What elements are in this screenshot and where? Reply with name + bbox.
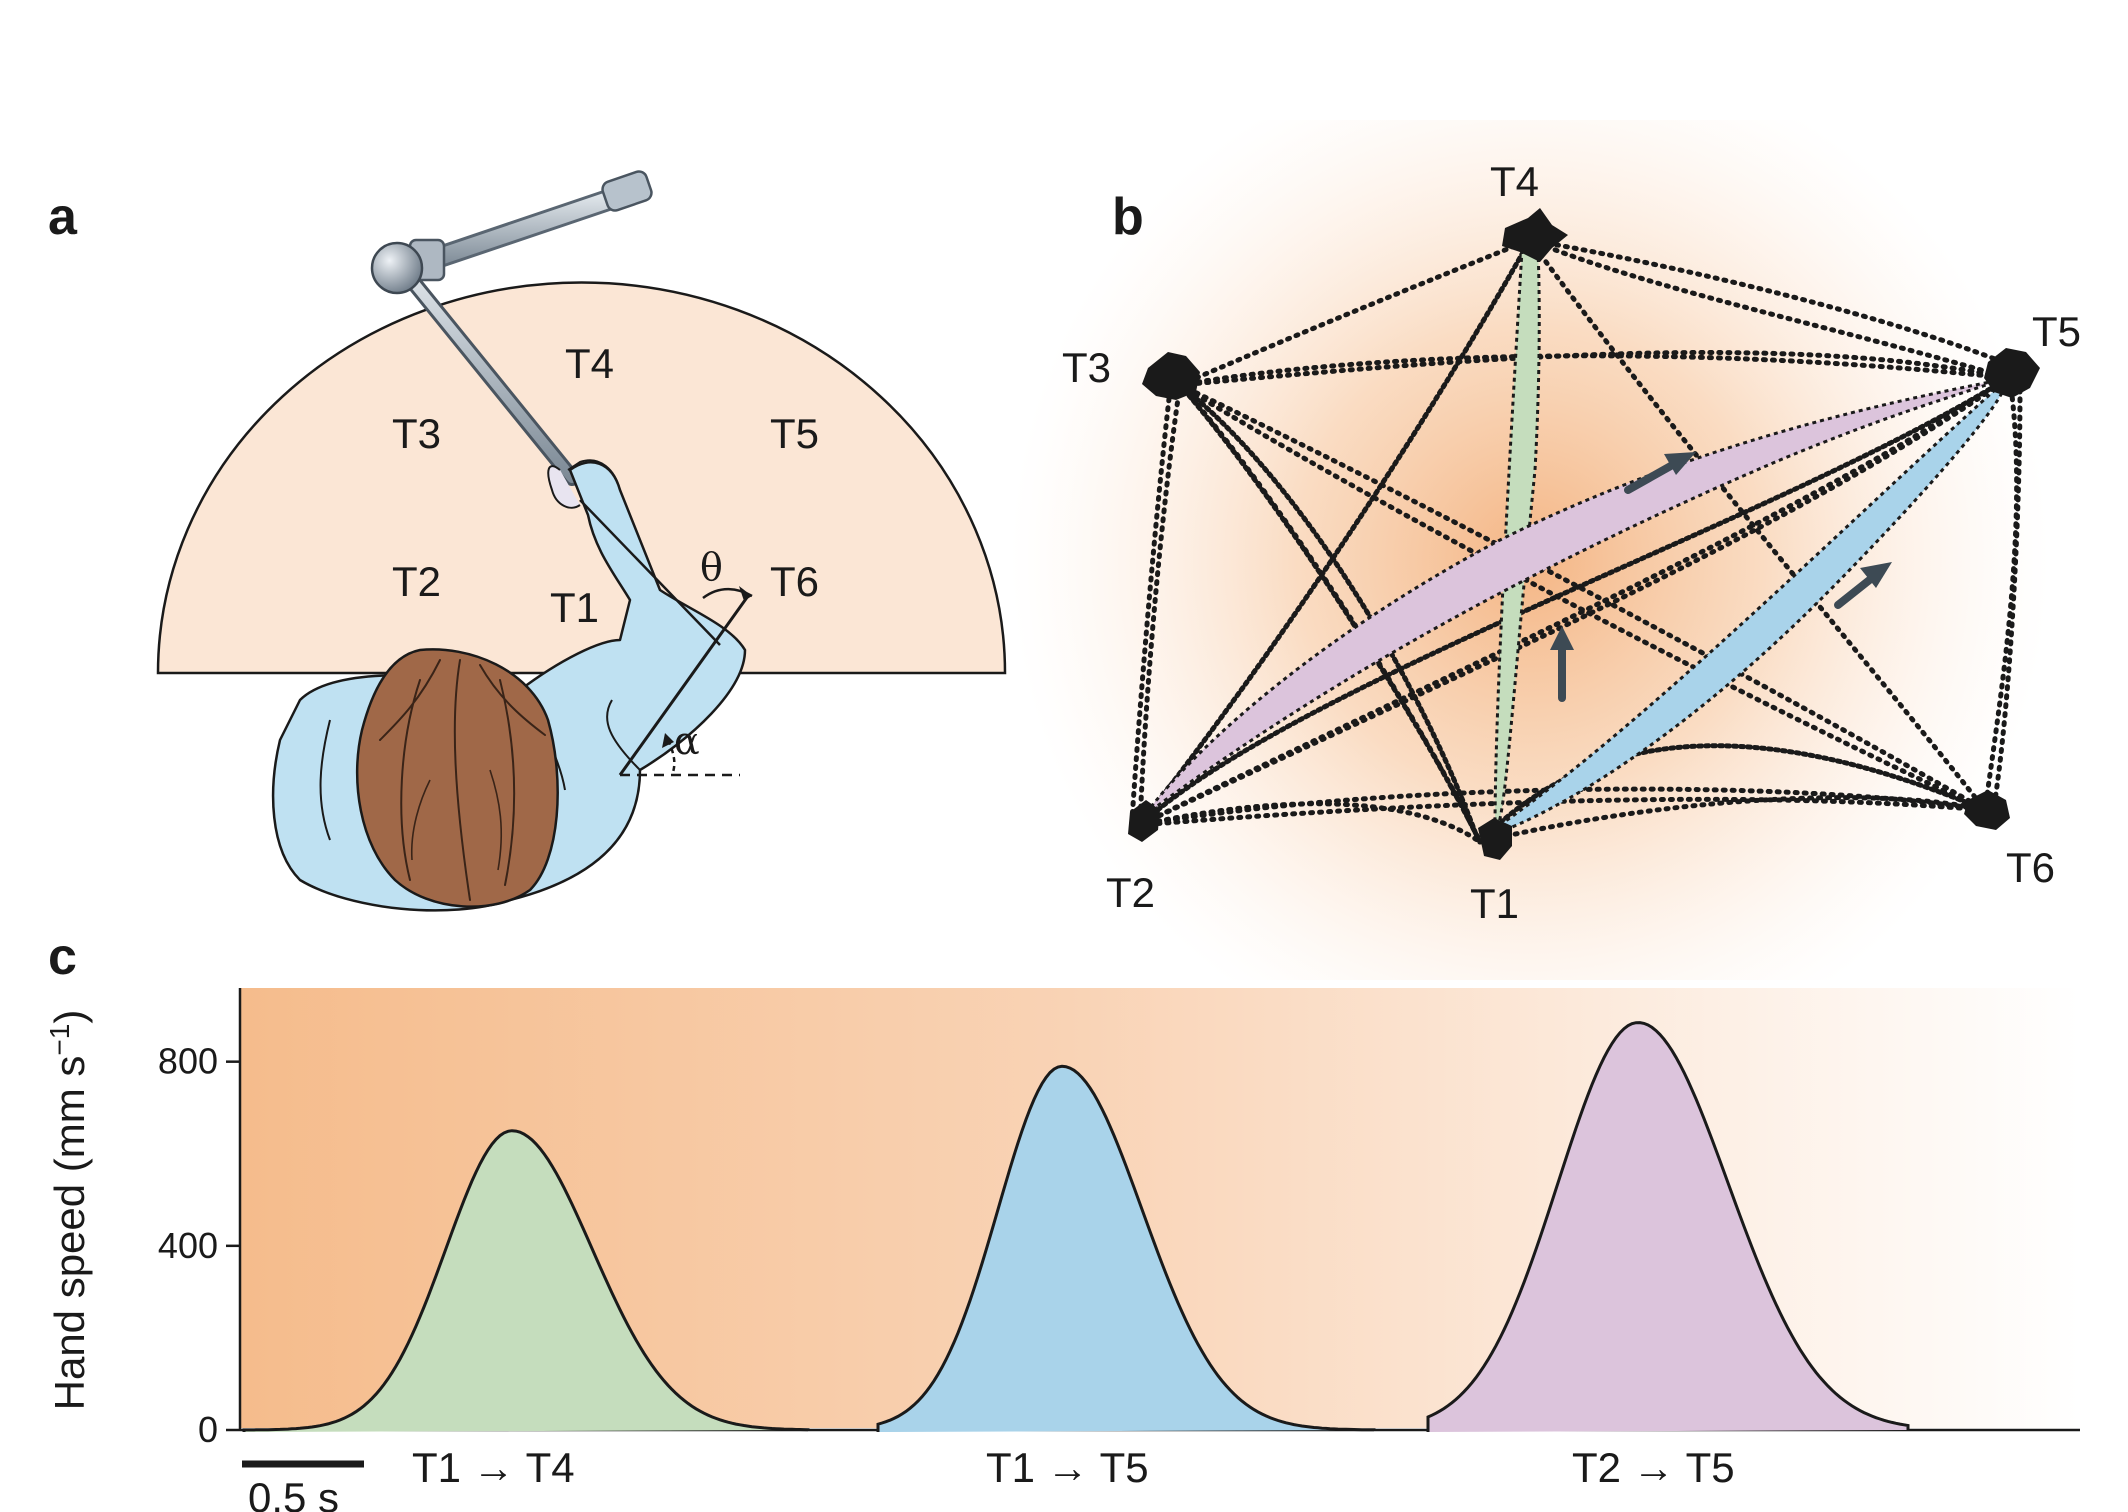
panel-b: b — [1005, 120, 2081, 980]
speed-profile-line-1 — [242, 1129, 810, 1432]
movement-label-2: T1 → T5 — [986, 1444, 1149, 1491]
panel-b-letter: b — [1112, 188, 1144, 246]
target-label-t2: T2 — [392, 558, 441, 605]
speed-profiles: T1 → T4 T1 → T5 T2 → T5 — [242, 1021, 1910, 1491]
movement-label-1: T1 → T4 — [412, 1444, 575, 1491]
arrow-t1-t4 — [1550, 626, 1574, 702]
target-label-t4: T4 — [565, 340, 614, 387]
manipulandum — [370, 170, 653, 486]
movement-label-3: T2 → T5 — [1572, 1444, 1735, 1491]
theta-label: θ — [700, 545, 723, 589]
panel-a-letter: a — [48, 188, 78, 246]
target-marker-t4 — [1502, 208, 1568, 262]
y-axis-label: Hand speed (mm s−1) — [44, 1010, 94, 1411]
speed-profile-line-3 — [1426, 1021, 1910, 1432]
direction-arrows — [1550, 452, 1892, 702]
target-label-t1: T1 — [550, 584, 599, 631]
target-label-t4: T4 — [1490, 158, 1539, 205]
arrow-t2-t5 — [1624, 452, 1696, 494]
target-marker-t3 — [1142, 352, 1200, 400]
trajectory-lines — [1129, 237, 2023, 845]
alpha-label: α — [674, 719, 700, 763]
target-label-t6: T6 — [770, 558, 819, 605]
target-label-t1: T1 — [1470, 880, 1519, 927]
panel-a: a — [48, 170, 1007, 912]
target-marker-t1 — [1478, 818, 1512, 860]
target-label-t3: T3 — [1062, 344, 1111, 391]
target-label-t5: T5 — [2032, 308, 2081, 355]
arrow-t1-t5 — [1834, 562, 1892, 609]
y-ticks: 0 400 800 — [158, 1041, 240, 1450]
target-label-t6: T6 — [2006, 844, 2055, 891]
y-tick-label: 800 — [158, 1041, 218, 1082]
target-markers — [1128, 208, 2040, 860]
panel-c-letter: c — [48, 928, 77, 986]
y-tick-label: 0 — [198, 1409, 218, 1450]
target-label-t5: T5 — [770, 410, 819, 457]
target-marker-t2 — [1128, 800, 1160, 842]
speed-profile-fill-2 — [878, 1066, 1374, 1432]
speed-profile-fill-1 — [244, 1130, 808, 1432]
y-tick-label: 400 — [158, 1225, 218, 1266]
target-label-t2: T2 — [1106, 869, 1155, 916]
target-label-t3: T3 — [392, 410, 441, 457]
trajectory-t1-t5 — [1497, 377, 2008, 832]
target-marker-t5 — [1984, 348, 2040, 398]
speed-profile-line-2 — [876, 1064, 1376, 1432]
angle-annotations: θ α — [579, 499, 753, 777]
target-marker-t6 — [1964, 790, 2010, 830]
time-scale-label: 0.5 s — [248, 1474, 339, 1512]
subject-figure — [271, 459, 747, 912]
